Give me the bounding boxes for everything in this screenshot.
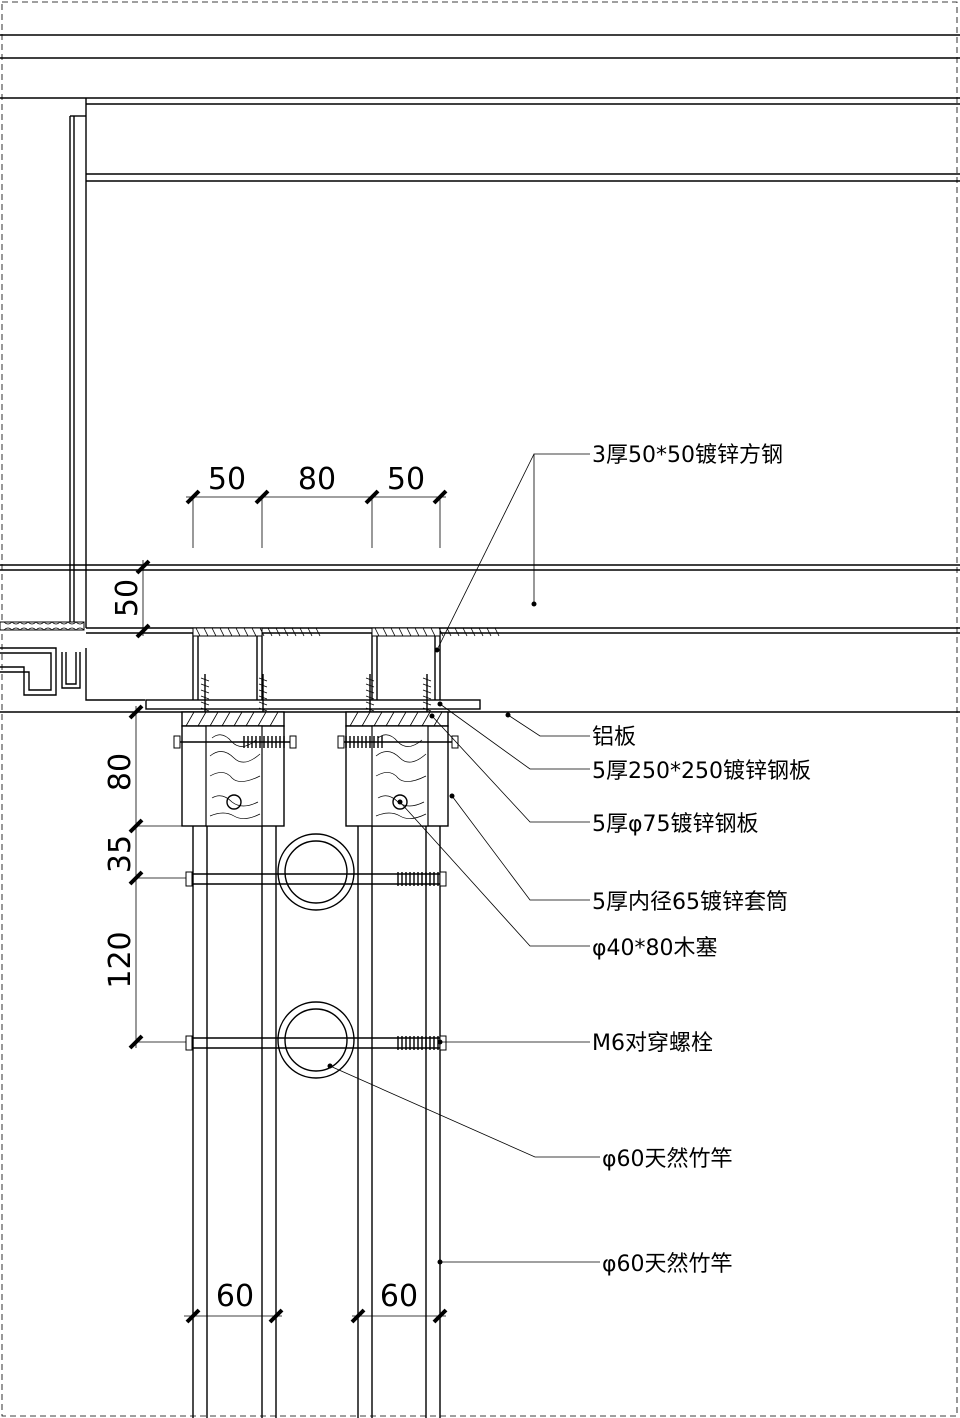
through-bolt-upper bbox=[185, 871, 447, 887]
dim-left-80: 80 bbox=[103, 753, 138, 791]
callout-wood-plug: φ40*80木塞 bbox=[592, 936, 718, 961]
horizontal-bamboo-upper bbox=[277, 833, 355, 911]
callout-bamboo-vertical: φ60天然竹竿 bbox=[602, 1252, 733, 1277]
dim-top-2: 80 bbox=[298, 462, 336, 497]
callout-steel-plate-250: 5厚250*250镀锌钢板 bbox=[592, 759, 811, 784]
dimension-left-upper: 50 bbox=[110, 559, 151, 639]
callout-aluminium-panel: 铝板 bbox=[592, 725, 636, 750]
dim-left-50: 50 bbox=[110, 579, 145, 617]
aluminium-channel bbox=[0, 647, 960, 713]
dimension-left-lower: 80 35 120 bbox=[103, 704, 186, 1050]
dim-left-120: 120 bbox=[103, 931, 138, 988]
galvanized-steel-plate-250 bbox=[145, 699, 481, 710]
dim-top-1: 50 bbox=[208, 462, 246, 497]
sleeve-assembly-left bbox=[173, 711, 297, 827]
sleeve-left bbox=[192, 627, 321, 700]
callout-leaders bbox=[327, 453, 600, 1265]
through-bolt-lower bbox=[185, 1035, 447, 1051]
dim-bottom-1: 60 bbox=[216, 1279, 254, 1314]
callout-bamboo-horizontal: φ60天然竹竿 bbox=[602, 1147, 733, 1172]
sleeve-right bbox=[371, 627, 500, 700]
top-beam bbox=[0, 34, 960, 628]
callout-m6-bolt: M6对穿螺栓 bbox=[592, 1031, 713, 1056]
dim-bottom-2: 60 bbox=[380, 1279, 418, 1314]
left-column bbox=[0, 115, 86, 631]
sleeve-assembly-right bbox=[337, 711, 459, 827]
dim-top-3: 50 bbox=[387, 462, 425, 497]
horizontal-bamboo-lower bbox=[277, 1001, 355, 1079]
callout-sleeve: 5厚内径65镀锌套筒 bbox=[592, 890, 788, 915]
dim-left-35: 35 bbox=[103, 835, 138, 873]
bamboo-poles bbox=[192, 826, 441, 1418]
square-steel-tube bbox=[0, 564, 960, 634]
callout-square-steel: 3厚50*50镀锌方钢 bbox=[592, 443, 783, 468]
dimension-bottom: 60 60 bbox=[184, 1279, 448, 1324]
dimension-top: 50 80 50 bbox=[185, 462, 448, 548]
callout-steel-plate-75: 5厚φ75镀锌钢板 bbox=[592, 812, 759, 837]
